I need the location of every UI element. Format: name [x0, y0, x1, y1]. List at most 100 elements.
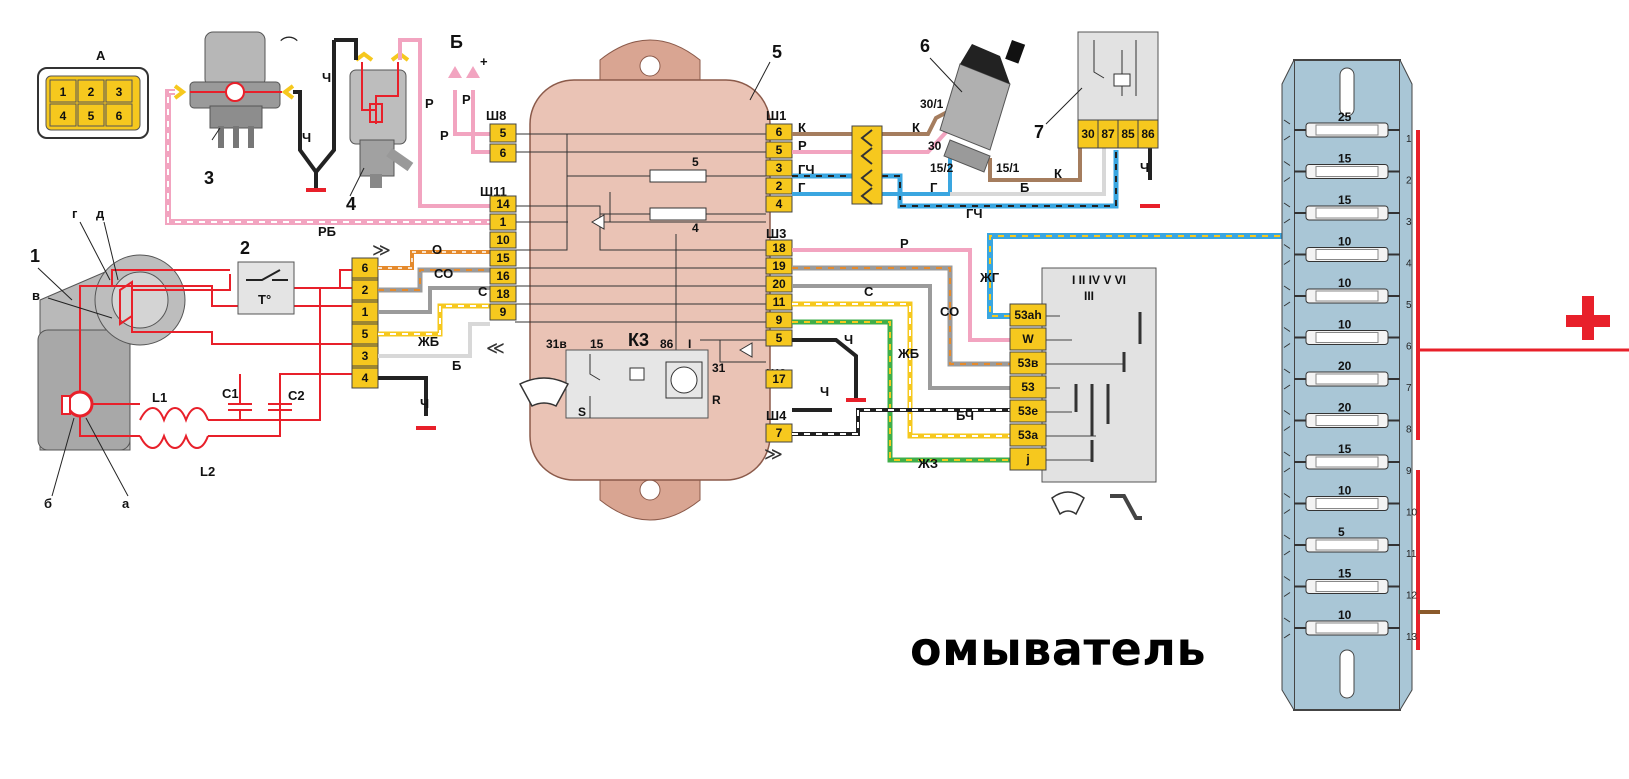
sh11-pins-pin-cell — [489, 267, 517, 285]
sh11-pins-pin: 16 — [496, 269, 510, 283]
washer-symbol-icon: ⌒ — [280, 36, 298, 56]
wiper-symbol-icon — [518, 377, 570, 407]
wire-k-3: К — [1054, 166, 1062, 181]
supply-arrow-icon — [448, 66, 462, 78]
fuse-row: 207 — [1283, 359, 1412, 394]
motor-term-b: б — [44, 496, 52, 511]
fuse-row: 251 — [1283, 110, 1412, 145]
fuse-rating: 15 — [1338, 567, 1352, 581]
diode-2-icon — [739, 342, 753, 358]
sh3-pins-pin: 9 — [776, 313, 783, 327]
switch-terminal: 53 — [1021, 380, 1035, 394]
wires-top-left — [165, 38, 490, 225]
sh8-pins-pin-cell — [489, 123, 517, 143]
sh3-pins-pin: 18 — [772, 241, 786, 255]
wire-zhb: ЖБ — [417, 334, 439, 349]
sh3-label: Ш3 — [766, 226, 786, 241]
fuse-5: 5 — [649, 155, 707, 183]
sh1-pins-pin: 3 — [776, 161, 783, 175]
conn-a-pin: 1 — [60, 85, 67, 99]
left-conn-pins-pin: 1 — [362, 305, 369, 319]
conn-a-pin: 3 — [116, 85, 123, 99]
sh3-pins-pin: 20 — [772, 277, 786, 291]
fuse-number: 5 — [1406, 300, 1412, 311]
relay-k3-86: 86 — [660, 337, 674, 351]
fuse-number: 4 — [1406, 259, 1412, 270]
relay-k3-I: I — [688, 337, 691, 351]
sh1-label: Ш1 — [766, 108, 786, 123]
ign-30-1: 30/1 — [920, 97, 944, 111]
conn-a-pin: 5 — [88, 109, 95, 123]
washer-spray-icon — [1051, 491, 1085, 516]
sh3-pins-pin: 11 — [773, 295, 786, 309]
switch-terminal-cell — [1009, 327, 1047, 351]
fuse-block: 2511521531041051062072081591010511151210… — [1281, 59, 1629, 711]
fuse-row: 104 — [1283, 235, 1412, 270]
left-conn-pins-pin: 6 — [362, 261, 369, 275]
wire-r-3: Р — [900, 236, 909, 251]
coil-l1: L1 — [152, 390, 167, 405]
relay-k3-31v: 31в — [546, 337, 567, 351]
sh1-pins-pin-cell — [765, 177, 793, 195]
sh11-pins-pin: 18 — [496, 287, 510, 301]
coil-l2: L2 — [200, 464, 215, 479]
caption: омыватель — [910, 622, 1207, 676]
wire-s-2: С — [864, 284, 874, 299]
relay-k3-15: 15 — [590, 337, 604, 351]
fuse-rating: 15 — [1338, 193, 1352, 207]
cap-c1: C1 — [222, 386, 239, 401]
sh11-pins-pin: 15 — [496, 251, 510, 265]
left-conn-pins-pin: 5 — [362, 327, 369, 341]
wire-k-2: К — [912, 120, 920, 135]
sh8-pins-pin-cell — [489, 143, 517, 163]
conn-a-pin: 4 — [60, 109, 67, 123]
sh11-pins-pin: 9 — [500, 305, 507, 319]
thermal-label: T° — [258, 292, 271, 307]
wire-zhb-2: ЖБ — [897, 346, 919, 361]
fuse-rating: 10 — [1338, 276, 1352, 290]
sh8-connector: Ш8 56 — [486, 108, 517, 163]
switch-terminal-cell — [1009, 447, 1047, 471]
sh2-pins-pin: 17 — [772, 372, 786, 386]
fuse-rating: 10 — [1338, 318, 1352, 332]
callout-6: 6 — [920, 36, 930, 56]
diode-1-icon — [591, 214, 605, 230]
switch-position-3: III — [1084, 289, 1094, 303]
switch-terminal: j — [1025, 452, 1029, 466]
supply-label-plus: + — [480, 54, 488, 69]
wire-b: Б — [452, 358, 461, 373]
sh1-pins-pin: 4 — [776, 197, 783, 211]
fuse-rating: 15 — [1338, 152, 1352, 166]
fuse-rating: 15 — [1338, 442, 1352, 456]
fuse-number: 1 — [1406, 134, 1412, 145]
connector-a-label: А — [96, 48, 106, 63]
sh4-pins-pin: 7 — [776, 426, 783, 440]
fuse-5-label: 5 — [692, 155, 699, 169]
sh11-pins-pin: 14 — [496, 197, 510, 211]
callout-7: 7 — [1034, 122, 1044, 142]
fuse-row: 152 — [1283, 152, 1412, 187]
switch-terminal: 53е — [1018, 404, 1038, 418]
wire-rb: РБ — [318, 224, 336, 239]
fuse-4: 4 — [649, 207, 707, 235]
callout-5-leader — [749, 61, 771, 101]
wire-s: С — [478, 284, 488, 299]
plug-arrow-icon: ≫ — [372, 240, 391, 260]
cap-c2: C2 — [288, 388, 305, 403]
switch-terminal-cell — [1009, 351, 1047, 375]
sh1-pins-pin: 6 — [776, 125, 783, 139]
washer-pump: ⌒ — [173, 31, 298, 148]
fuse-number: 8 — [1406, 425, 1412, 436]
motor-term-g: г — [72, 206, 78, 221]
sh11-pins-pin-cell — [489, 231, 517, 249]
fuse-rating: 10 — [1338, 484, 1352, 498]
sh4-connector: Ш4 7 — [765, 408, 793, 443]
relay7-pin: 86 — [1141, 127, 1155, 141]
wire-gch: ГЧ — [798, 162, 815, 177]
block-internal-lines — [515, 133, 766, 363]
wire-ch-4: Ч — [1140, 160, 1149, 175]
